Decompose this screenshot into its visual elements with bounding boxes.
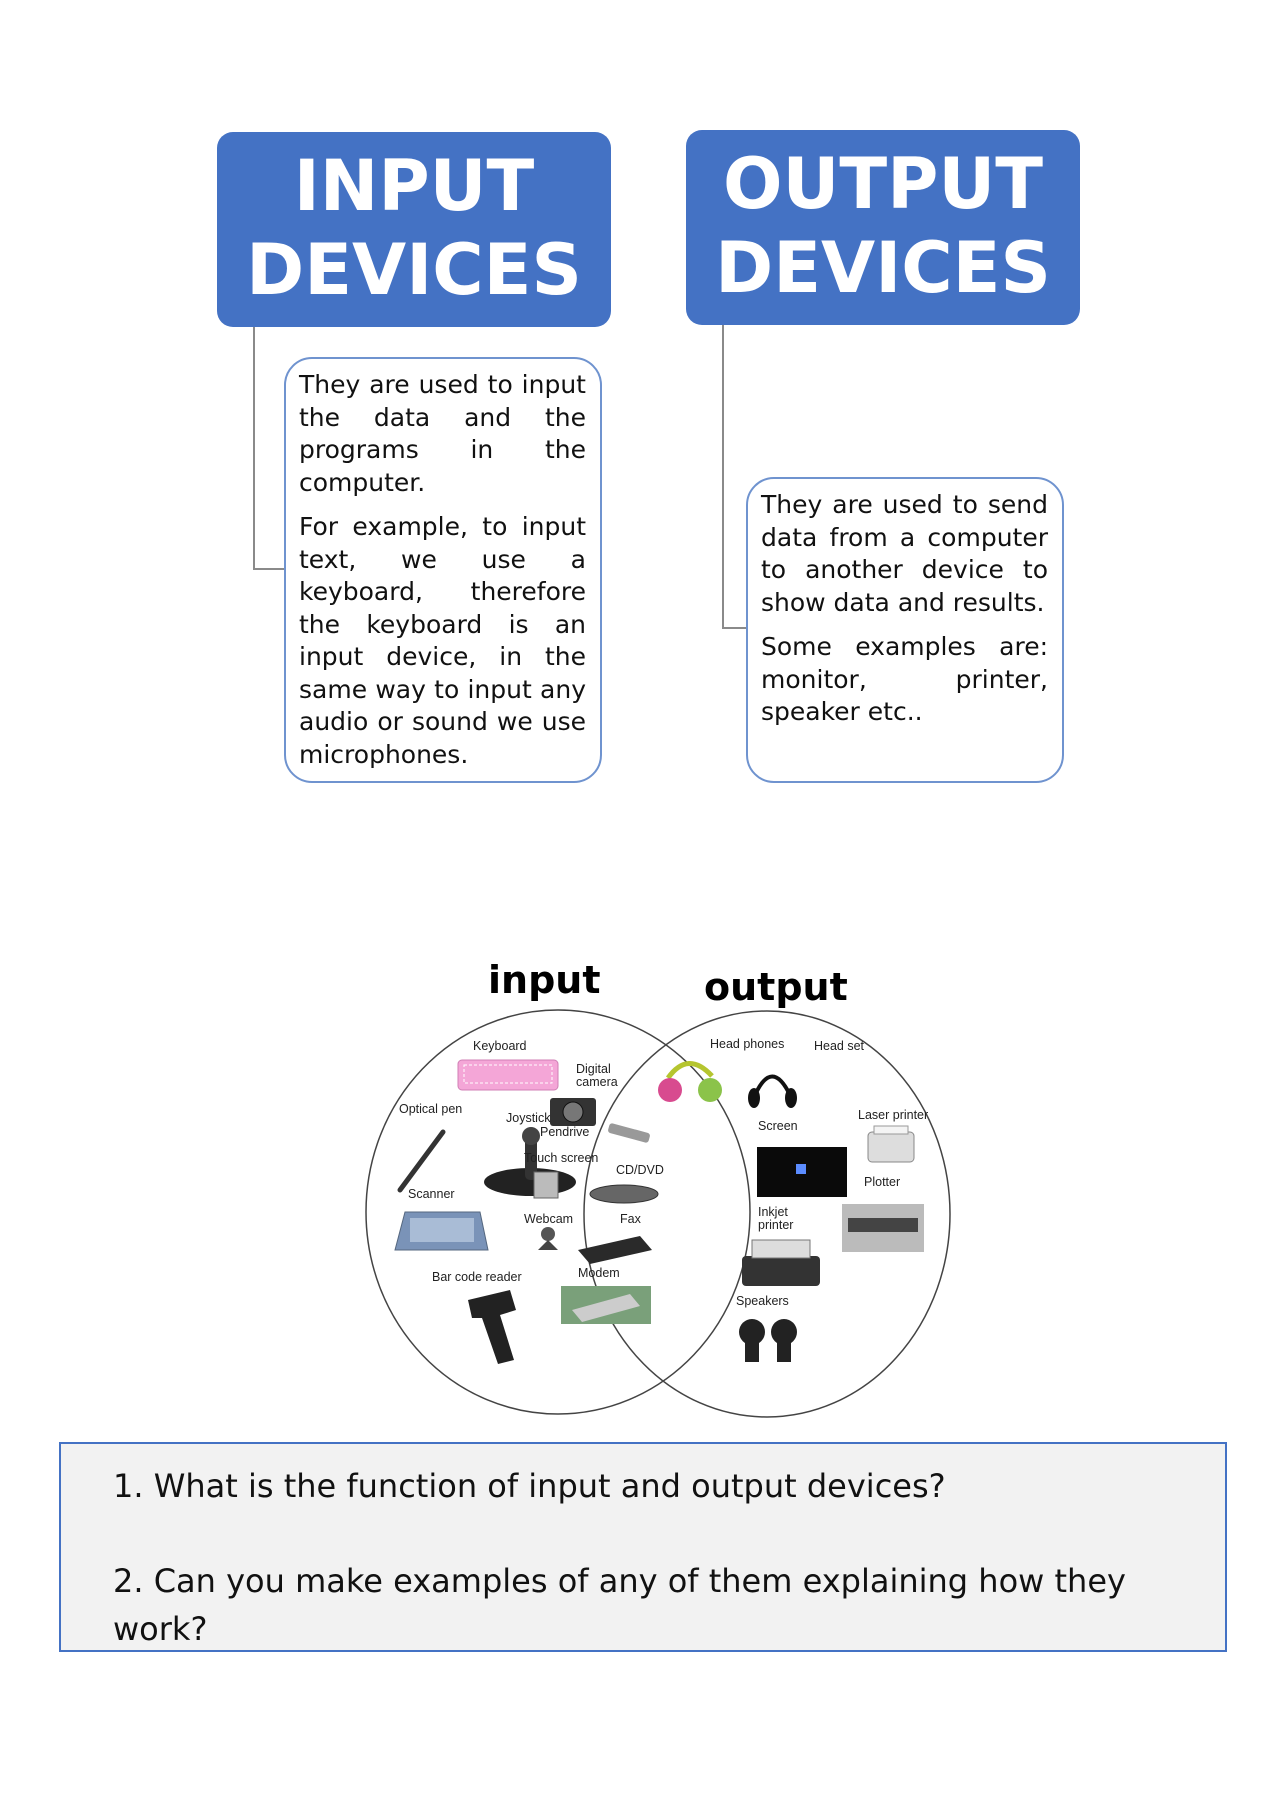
input-output-venn-diagram: input output Keyboard Optical pen Joysti…	[365, 958, 951, 1418]
label-inkjet-printer-line1: Inkjet	[758, 1205, 788, 1219]
input-connector-line	[253, 327, 286, 570]
label-speakers: Speakers	[736, 1294, 789, 1308]
output-heading-line1: OUTPUT	[723, 143, 1043, 225]
screen-icon	[757, 1147, 847, 1197]
label-screen: Screen	[758, 1119, 798, 1133]
keyboard-icon	[457, 1059, 559, 1091]
speakers-icon	[739, 1319, 797, 1362]
output-description-box: They are used to send data from a comput…	[746, 477, 1064, 783]
venn-input-title: input	[488, 958, 601, 1002]
output-devices-heading: OUTPUT DEVICES	[686, 130, 1080, 325]
cd-dvd-icon	[589, 1184, 659, 1204]
label-optical-pen: Optical pen	[399, 1102, 462, 1116]
webcam-icon	[538, 1227, 558, 1250]
label-joystick: Joystick	[506, 1111, 551, 1125]
input-circle	[365, 1009, 751, 1415]
input-description-paragraph-2: For example, to input text, we use a key…	[299, 512, 586, 769]
input-heading-line1: INPUT	[293, 145, 535, 227]
label-fax: Fax	[620, 1212, 642, 1226]
questions-box: 1. What is the function of input and out…	[59, 1442, 1227, 1652]
label-digital-camera-line1: Digital	[576, 1062, 611, 1076]
label-scanner: Scanner	[408, 1187, 455, 1201]
label-modem: Modem	[578, 1266, 620, 1280]
touch-screen-icon	[533, 1171, 559, 1199]
label-bar-code-reader: Bar code reader	[432, 1270, 522, 1284]
scanner-icon	[394, 1211, 489, 1251]
head-phones-icon	[658, 1061, 722, 1102]
label-keyboard: Keyboard	[473, 1039, 527, 1053]
output-circle	[583, 1010, 951, 1418]
label-head-phones: Head phones	[710, 1037, 784, 1051]
input-description-paragraph-1: They are used to input the data and the …	[299, 370, 586, 497]
optical-pen-icon	[397, 1129, 446, 1193]
pendrive-icon	[608, 1123, 650, 1143]
label-digital-camera-line2: camera	[576, 1075, 618, 1089]
label-plotter: Plotter	[864, 1175, 900, 1189]
questions-list: 1. What is the function of input and out…	[113, 1462, 1225, 1653]
input-devices-heading: INPUT DEVICES	[217, 132, 611, 327]
output-description-paragraph-2: Some examples are: monitor, printer, spe…	[761, 632, 1048, 726]
fax-icon	[578, 1236, 652, 1264]
label-webcam: Webcam	[524, 1212, 573, 1226]
output-connector-line	[722, 325, 748, 629]
label-inkjet-printer-line2: printer	[758, 1218, 793, 1232]
inkjet-printer-icon	[742, 1239, 820, 1286]
digital-camera-icon	[550, 1098, 596, 1126]
label-laser-printer: Laser printer	[858, 1108, 928, 1122]
plotter-icon	[842, 1204, 924, 1252]
label-pendrive: Pendrive	[540, 1125, 589, 1139]
input-description-box: They are used to input the data and the …	[284, 357, 602, 783]
output-heading-line2: DEVICES	[715, 227, 1051, 309]
head-set-icon	[748, 1074, 797, 1108]
question-2: 2. Can you make examples of any of them …	[113, 1562, 1126, 1648]
question-1: 1. What is the function of input and out…	[113, 1467, 946, 1505]
laser-printer-icon	[867, 1125, 915, 1163]
label-touch-screen: Touch screen	[524, 1151, 598, 1165]
label-cd-dvd: CD/DVD	[616, 1163, 664, 1177]
modem-icon	[561, 1286, 651, 1324]
venn-output-title: output	[704, 965, 848, 1009]
bar-code-reader-icon	[468, 1290, 516, 1364]
input-heading-line2: DEVICES	[246, 229, 582, 311]
output-description-paragraph-1: They are used to send data from a comput…	[761, 490, 1048, 617]
label-head-set: Head set	[814, 1039, 865, 1053]
